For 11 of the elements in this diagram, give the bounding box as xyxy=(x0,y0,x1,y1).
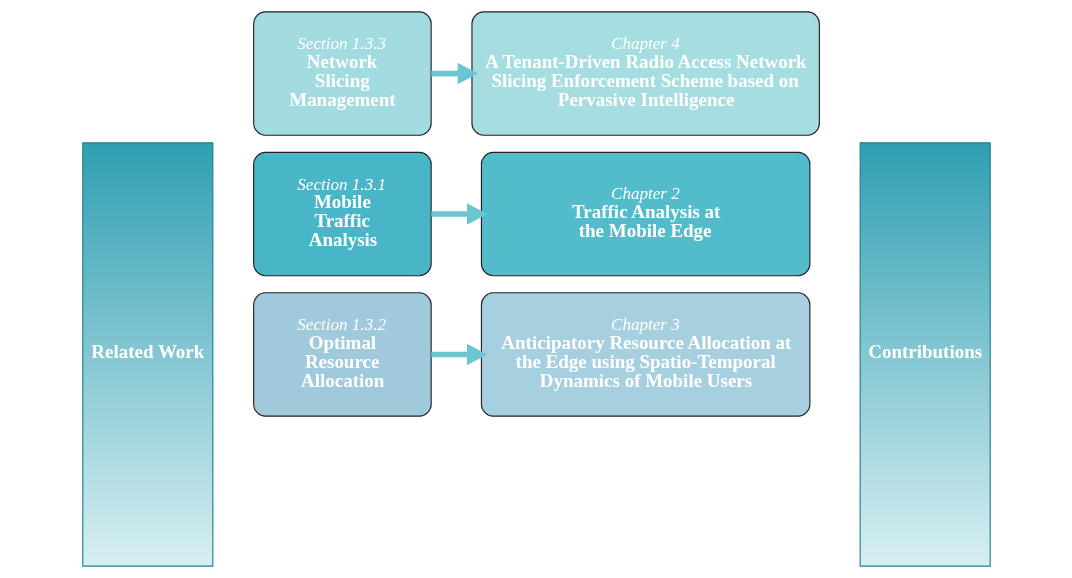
node-box: Section 1.3.1 Mobile Traffic Analysis xyxy=(252,151,432,277)
node-box: Section 1.3.3 Network Slicing Management xyxy=(252,11,432,136)
arrow xyxy=(430,203,487,225)
node-box: Contributions xyxy=(859,142,991,567)
node-box: Chapter 3 Anticipatory Resource Allocation at the Edge using Spatio-Temporal Dynamics of Mobile Users xyxy=(480,292,810,417)
arrow xyxy=(430,343,487,366)
node-box: Related Work xyxy=(81,142,213,567)
arrow xyxy=(430,62,478,85)
node-box: Chapter 4 A Tenant-Driven Radio Access Network Slicing Enforcement Scheme based on Pervasive Intelligence xyxy=(470,11,820,136)
node-box: Chapter 2 Traffic Analysis at the Mobile Edge xyxy=(480,151,810,277)
node-box: Section 1.3.2 Optimal Resource Allocation xyxy=(252,292,432,417)
